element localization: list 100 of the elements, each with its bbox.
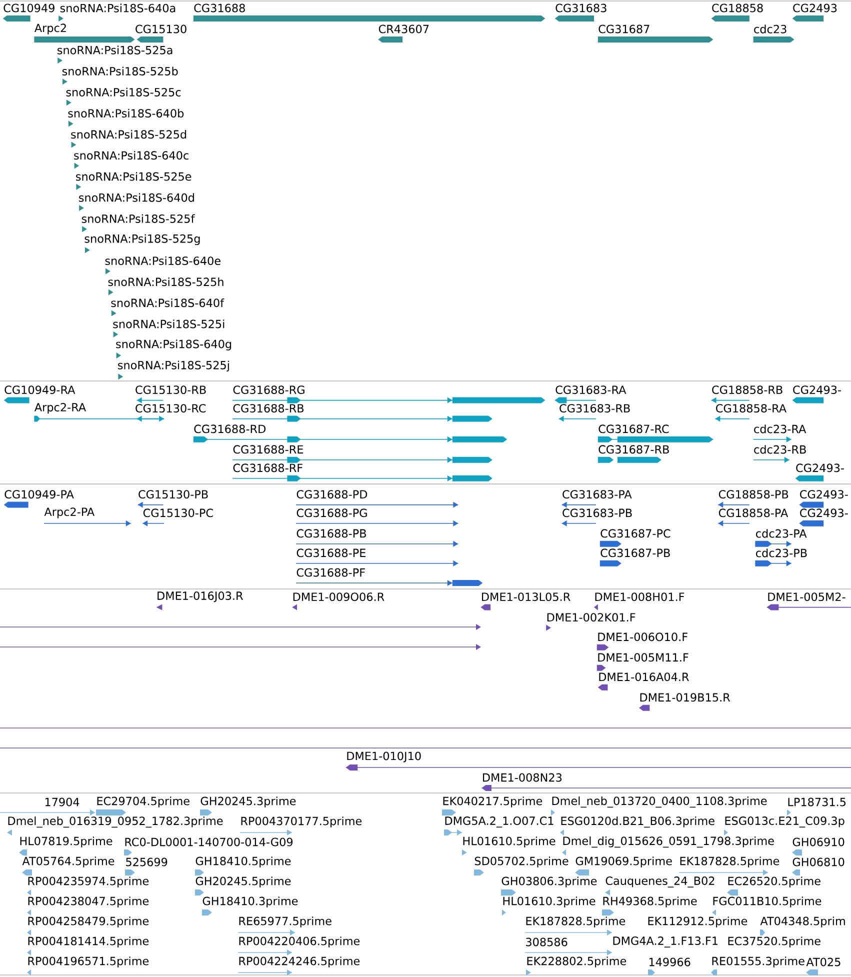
feature-label: CG18858 [712, 4, 763, 12]
feature-label: CG31683-PA [562, 490, 632, 499]
feature-label: CG31688-RG [233, 386, 304, 394]
feature-label: 525699 [126, 858, 168, 866]
feature-label: CG31688-PF [296, 568, 365, 577]
feature-label: AT05764.5prime [22, 856, 114, 868]
feature-label: CG15130-PC [143, 508, 213, 518]
feature-label: DMG5A.2_1.O07.C1 [445, 816, 554, 828]
feature-label: CG31687 [598, 24, 650, 34]
feature-label: ESG0120d.B21_B06.3prime [561, 816, 714, 828]
feature-label: FGC011B10.5prime [713, 896, 822, 908]
feature-label: snoRNA:Psi18S-640a [60, 4, 176, 12]
feature-label: CG18858-PA [718, 508, 788, 518]
feature-label: EK228802.5prime [527, 956, 626, 968]
feature-label: DME1-010J10 [347, 752, 421, 762]
feature-label: CG31688-PG [296, 508, 367, 518]
feature-label: DME1-008H01.F [595, 592, 684, 602]
feature-label: GH20245.5prime [196, 876, 291, 888]
feature-label: snoRNA:Psi18S-525b [62, 66, 178, 76]
feature-label: 149966 [649, 958, 690, 966]
feature-label: CG15130-RC [136, 404, 206, 413]
feature-label: GH03806.3prime [502, 876, 597, 888]
feature-label: Cauquenes_24_B02 [606, 876, 714, 888]
feature-label: DME1-008N23 [483, 773, 562, 782]
feature-label: CG10949 [4, 4, 54, 12]
feature-label: EC26520.5prime [728, 876, 820, 888]
feature-label: GM19069.5prime [576, 856, 672, 868]
feature-label: SD05702.5prime [474, 856, 568, 868]
feature-label: CG10949-PA [4, 490, 74, 499]
feature-label: snoRNA:Psi18S-525h [108, 277, 224, 286]
feature-label: RE65977.5prime [239, 916, 332, 928]
feature-label: Dmel_dig_015626_0591_1798.3prime [563, 836, 774, 848]
feature-label: DME1-009O06.R [293, 592, 384, 602]
feature-label: cdc23-RA [754, 424, 806, 434]
feature-label: snoRNA:Psi18S-525j [118, 360, 229, 372]
feature-label: DME1-019B15.R [640, 693, 730, 702]
feature-label: LP18731.5 [788, 798, 846, 806]
feature-label: CG31683-RA [556, 386, 626, 394]
feature-label: AT04348.5prim [760, 916, 845, 928]
feature-label: snoRNA:Psi18S-525c [66, 88, 181, 96]
feature-label: HL07819.5prime [20, 836, 112, 848]
feature-label: snoRNA:Psi18S-640c [74, 150, 188, 160]
feature-label: Dmel_neb_016319_0952_1782.3prime [8, 816, 223, 828]
feature-label: 308586 [526, 938, 568, 946]
feature-label: CG31687-PB [600, 548, 670, 558]
feature-label: CG15130 [136, 24, 186, 34]
feature-label: CG31683-RB [560, 404, 630, 413]
feature-label: Arpc2-RA [34, 402, 86, 414]
feature-label: snoRNA:Psi18S-640d [79, 193, 194, 202]
feature-label: CG31687-RC [598, 424, 669, 434]
feature-label: CG31683 [556, 4, 606, 12]
feature-label: snoRNA:Psi18S-640e [105, 256, 220, 266]
feature-label: CG18858-PB [718, 490, 788, 499]
feature-label: Dmel_neb_013720_0400_1108.3prime [552, 796, 767, 808]
feature-label: DME1-016J03.R [158, 592, 243, 602]
feature-label: DME1-005M2- [768, 592, 846, 602]
feature-label: DME1-016A04.R [599, 672, 689, 682]
feature-label: DME1-005M11.F [598, 653, 688, 662]
feature-label: DME1-006O10.F [598, 632, 688, 642]
feature-label: Arpc2-PA [44, 508, 95, 518]
feature-label: RE01555.3prime [712, 956, 804, 968]
feature-label: GH06810 [792, 858, 844, 866]
feature-label: snoRNA:Psi18S-640g [116, 340, 232, 350]
feature-label: CG31688-PB [296, 529, 366, 538]
feature-label: AT025 [806, 958, 840, 966]
feature-label: CG18858-RB [712, 386, 782, 394]
feature-label: snoRNA:Psi18S-525d [71, 130, 186, 139]
feature-label: RP004235974.5prime [28, 876, 149, 888]
feature-label: RC0-DL0001-140700-014-G09 [125, 838, 293, 846]
feature-label: CG31688-RE [233, 445, 303, 454]
feature-label: EC37520.5prime [728, 936, 820, 948]
feature-label: HL01610.5prime [463, 836, 556, 848]
feature-label: CG31683-PB [562, 508, 632, 518]
feature-label: CG31688-RB [233, 404, 304, 413]
feature-label: EK112912.5prime [648, 916, 748, 928]
feature-label: RP004224246.5prime [239, 956, 360, 968]
feature-label: snoRNA:Psi18S-640f [111, 298, 224, 308]
feature-label: snoRNA:Psi18S-525e [76, 172, 192, 181]
feature-label: EC29704.5prime [97, 796, 190, 808]
feature-label: CG2493- [793, 386, 841, 394]
feature-label: CG31688 [194, 4, 245, 12]
feature-label: CG2493 [793, 4, 837, 12]
feature-label: CG10949-RA [4, 386, 76, 394]
feature-label: RP004220406.5prime [239, 936, 360, 948]
feature-label: GH18410.5prime [196, 856, 291, 868]
feature-label: Arpc2 [34, 24, 66, 34]
feature-label: RP004181414.5prime [28, 936, 149, 948]
feature-label: CG31688-PD [296, 490, 368, 499]
feature-label: DMG4A.2_1.F13.F1 [613, 936, 718, 948]
feature-label: CG31688-PE [296, 548, 366, 558]
feature-label: snoRNA:Psi18S-640b [68, 108, 184, 118]
feature-label: snoRNA:Psi18S-525a [58, 46, 172, 54]
feature-label: EK040217.5prime [443, 796, 542, 808]
feature-label: ESG013c.E21_C09.3p [725, 816, 844, 828]
feature-label: GH20245.3prime [200, 796, 296, 808]
feature-label: RP004370177.5prime [241, 816, 362, 828]
feature-label: snoRNA:Psi18S-525i [113, 320, 224, 328]
feature-label: cdc23-RB [754, 445, 806, 454]
feature-label: DME1-002K01.F [547, 613, 636, 622]
feature-label: RH49368.5prime [603, 896, 697, 908]
